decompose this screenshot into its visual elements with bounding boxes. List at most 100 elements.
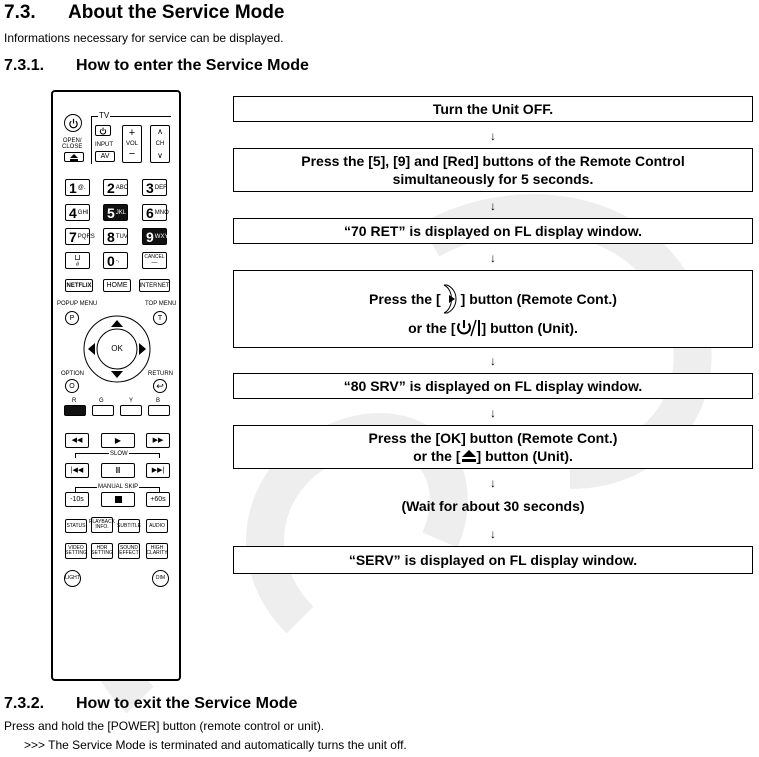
power-standby-icon <box>456 319 480 337</box>
return-icon: ↩ <box>156 380 164 391</box>
exit-heading: 7.3.2.How to exit the Service Mode <box>4 695 297 713</box>
high-clarity-button[interactable]: HIGH CLARITY <box>146 543 168 559</box>
pause-button[interactable]: II <box>101 463 135 478</box>
home-button[interactable]: HOME <box>103 279 131 292</box>
chevron-up-icon: ∧ <box>157 127 163 136</box>
step-press-eject-suffix: ] button (Unit). <box>476 448 573 464</box>
left-arrow-icon[interactable] <box>88 343 95 355</box>
yellow-label: Y <box>129 398 134 404</box>
key-digit: 6 <box>146 204 154 221</box>
open-close-button[interactable] <box>64 152 84 162</box>
flow-arrow: ↓ <box>490 251 496 265</box>
sound-effect-button[interactable]: SOUND EFFECT <box>118 543 140 559</box>
top-menu-label: TOP MENU <box>145 301 177 307</box>
rewind-icon: ◀◀ <box>71 437 83 444</box>
step-70-ret-text: “70 RET” is displayed on FL display wind… <box>344 223 642 239</box>
exit-result: >>> The Service Mode is terminated and a… <box>24 738 407 752</box>
yellow-button[interactable] <box>120 405 142 416</box>
status-button[interactable]: STATUS <box>65 519 87 533</box>
key-0[interactable]: 0-, <box>103 252 128 269</box>
key-letters: MNO <box>154 209 169 216</box>
tv-group-frame <box>91 116 171 164</box>
skip-forward-button[interactable]: ▶▶| <box>146 463 170 478</box>
skip-forward-icon: ▶▶| <box>151 467 165 474</box>
volume-minus-label: − <box>128 148 136 160</box>
skip-back-button[interactable]: |◀◀ <box>65 463 89 478</box>
popup-menu-button[interactable]: P <box>65 311 79 325</box>
rewind-button[interactable]: ◀◀ <box>65 433 89 448</box>
power-icon <box>68 118 78 128</box>
section-number: 7.3. <box>4 2 36 23</box>
key-digit: 0 <box>107 252 115 269</box>
stop-button[interactable] <box>101 492 135 507</box>
ok-button[interactable]: OK <box>111 344 123 353</box>
power-button[interactable] <box>64 114 82 132</box>
cancel-label: CANCEL <box>144 254 165 260</box>
audio-button[interactable]: AUDIO <box>146 519 168 533</box>
direction-pad[interactable] <box>82 314 152 384</box>
tv-label: TV <box>98 111 111 120</box>
internet-button[interactable]: INTERNET <box>139 279 170 292</box>
enter-heading: 7.3.1.How to enter the Service Mode <box>4 57 309 75</box>
eject-icon <box>70 153 78 161</box>
red-button[interactable] <box>64 405 86 416</box>
key-digit: 5 <box>107 204 115 221</box>
key-letters: -, <box>115 257 120 264</box>
top-menu-button[interactable]: T <box>153 311 167 325</box>
space-icon: ⊔ <box>74 252 81 262</box>
hdr-setting-button[interactable]: HDR SETTING <box>91 543 113 559</box>
key-letters: JKL <box>115 209 127 216</box>
right-arrow-icon[interactable] <box>139 343 146 355</box>
hash-button[interactable]: ⊔ # <box>65 252 90 269</box>
exit-title: How to exit the Service Mode <box>76 695 298 712</box>
dim-button[interactable]: DIM <box>152 570 169 587</box>
volume-rocker[interactable]: + VOL − <box>122 125 142 163</box>
down-arrow-icon[interactable] <box>111 371 123 378</box>
step-press-play-suffix: ] button (Remote Cont.) <box>460 291 617 307</box>
section-title: About the Service Mode <box>68 2 285 23</box>
key-digit: 4 <box>69 204 77 221</box>
video-setting-button[interactable]: VIDEO SETTING <box>65 543 87 559</box>
playback-info-button[interactable]: PLAYBACK INFO. <box>89 517 115 533</box>
eject-icon <box>461 450 476 462</box>
netflix-button[interactable]: NETFLIX <box>65 279 93 292</box>
key-digit: 9 <box>146 228 154 245</box>
blue-label: B <box>156 398 161 404</box>
key-digit: 7 <box>69 228 77 245</box>
fast-forward-button[interactable]: ▶▶ <box>146 433 170 448</box>
plus-60s-button[interactable]: +60s <box>146 492 170 507</box>
tv-power-button[interactable] <box>95 125 111 136</box>
green-button[interactable] <box>92 405 114 416</box>
step-press-power-prefix: or the [ <box>408 320 456 336</box>
input-av-button[interactable]: AV <box>95 151 115 162</box>
step-press-ok-line1: Press the [OK] button (Remote Cont.) <box>368 430 618 446</box>
key-letters: PQRS <box>77 233 95 240</box>
pause-icon: II <box>115 465 121 475</box>
minus-10s-button[interactable]: -10s <box>65 492 89 507</box>
flow-arrow: ↓ <box>490 406 496 420</box>
subtitle-button[interactable]: SUBTITLE <box>117 519 141 533</box>
return-button[interactable]: ↩ <box>153 379 167 393</box>
up-arrow-icon[interactable] <box>111 320 123 327</box>
channel-rocker[interactable]: ∧ CH ∨ <box>150 125 170 163</box>
step-press-ok-line2: or the [ ] button (Unit). <box>234 447 752 465</box>
play-button[interactable]: ▶ <box>101 433 135 448</box>
cancel-button[interactable]: CANCEL — <box>142 252 167 269</box>
light-button[interactable]: LIGHT <box>64 570 81 587</box>
step-press-buttons-line1: Press the [5], [9] and [Red] buttons of … <box>301 153 685 169</box>
step-serv: “SERV” is displayed on FL display window… <box>233 546 753 574</box>
option-button[interactable]: O <box>65 379 79 393</box>
blue-button[interactable] <box>148 405 170 416</box>
step-wait: (Wait for about 30 seconds) <box>401 498 585 514</box>
slow-label: SLOW <box>109 451 129 457</box>
key-1[interactable]: 1@. <box>65 179 90 196</box>
step-serv-text: “SERV” is displayed on FL display window… <box>348 552 638 568</box>
